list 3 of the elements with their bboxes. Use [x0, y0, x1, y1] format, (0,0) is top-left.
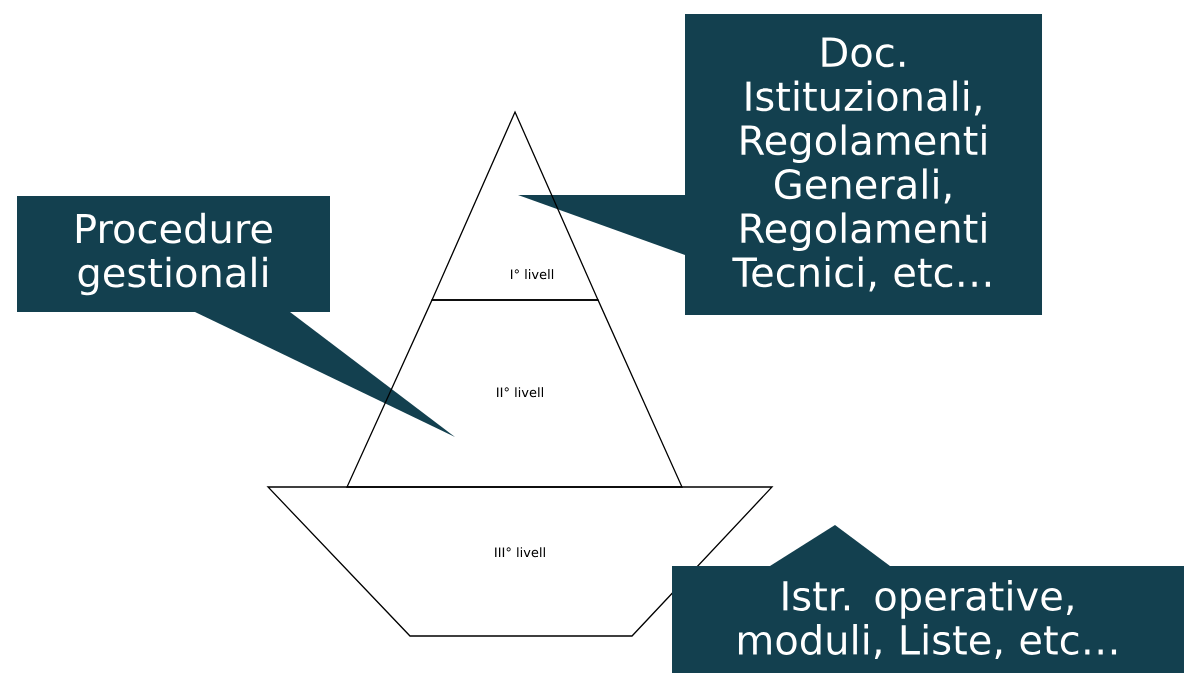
callout-box: Procedure gestionali [17, 196, 455, 437]
callout-box: Istr. operative, moduli, Liste, etc… [672, 525, 1184, 673]
pyramid-tier: II° livell [346, 299, 683, 488]
